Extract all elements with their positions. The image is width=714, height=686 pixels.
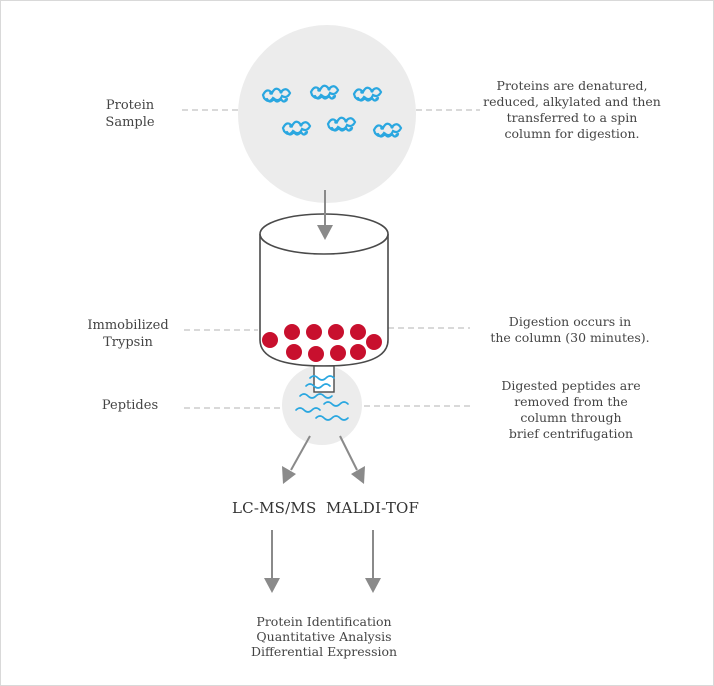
peptides-label: Peptides xyxy=(101,398,159,413)
peptide-wave xyxy=(309,375,335,381)
note-line: column through xyxy=(520,410,622,425)
flow-arrows xyxy=(264,190,381,593)
protein-icon xyxy=(372,122,403,138)
trypsin-bead xyxy=(330,345,346,361)
peptide-wave xyxy=(305,383,331,389)
protein-cluster-icons xyxy=(261,84,403,138)
immobilized-trypsin-label-line: Trypsin xyxy=(103,334,153,350)
peptide-wave xyxy=(315,415,349,421)
protein-sample-label-line: Sample xyxy=(105,114,155,130)
arrow-down-icon xyxy=(317,190,333,240)
trypsin-bead xyxy=(262,332,278,348)
note-line: column for digestion. xyxy=(504,126,640,141)
protein-icon xyxy=(352,86,383,102)
trypsin-bead xyxy=(350,324,366,340)
analysis-results: Protein Identification Quantitative Anal… xyxy=(214,614,434,659)
protein-sample-label-line: Protein xyxy=(105,98,155,113)
protein-icon xyxy=(281,120,312,136)
digestion-step-note: Digestion occurs in the column (30 minut… xyxy=(475,314,665,346)
trypsin-bead xyxy=(306,324,322,340)
note-line: Digestion occurs in xyxy=(508,314,632,329)
trypsin-beads xyxy=(262,324,382,362)
immobilized-trypsin-label: Immobilized Trypsin xyxy=(68,318,188,351)
arrow-down-icon xyxy=(264,530,280,593)
peptide-wave xyxy=(299,393,333,399)
trypsin-bead xyxy=(366,334,382,350)
trypsin-bead xyxy=(328,324,344,340)
peptide-wave xyxy=(323,401,349,407)
result-line: Protein Identification xyxy=(256,614,392,629)
protein-sample-label: Protein Sample xyxy=(70,98,190,131)
protein-sample-circle xyxy=(238,25,416,203)
peptide-wave xyxy=(295,407,321,413)
peptide-wave-icons xyxy=(295,375,349,421)
arrow-down-icon xyxy=(365,530,381,593)
note-line: transferred to a spin xyxy=(506,110,638,125)
trypsin-bead xyxy=(284,324,300,340)
result-line: Differential Expression xyxy=(250,644,398,659)
result-line: Quantitative Analysis xyxy=(256,629,392,644)
trypsin-bead xyxy=(350,344,366,360)
maldi-tof-label: MALDI-TOF xyxy=(326,499,420,517)
arrow-down-left-icon xyxy=(282,435,311,484)
protein-step-note: Proteins are denatured, reduced, alkylat… xyxy=(477,78,667,142)
spin-column-icon xyxy=(259,213,389,393)
lc-ms-ms-label: LC-MS/MS xyxy=(232,499,317,517)
note-line: brief centrifugation xyxy=(508,426,634,441)
note-line: reduced, alkylated and then xyxy=(483,94,661,109)
note-line: removed from the xyxy=(514,394,628,409)
note-line: Digested peptides are xyxy=(501,378,641,393)
protein-icon xyxy=(309,84,340,100)
protein-icon xyxy=(326,116,357,132)
arrow-down-right-icon xyxy=(339,435,365,484)
note-line: the column (30 minutes). xyxy=(490,330,650,345)
immobilized-trypsin-label-line: Immobilized xyxy=(87,318,169,333)
note-line: Proteins are denatured, xyxy=(496,78,648,93)
peptide-step-note: Digested peptides are removed from the c… xyxy=(476,378,666,442)
trypsin-bead xyxy=(286,344,302,360)
peptides-circle xyxy=(282,365,362,445)
protein-icon xyxy=(261,87,292,103)
trypsin-bead xyxy=(308,346,324,362)
